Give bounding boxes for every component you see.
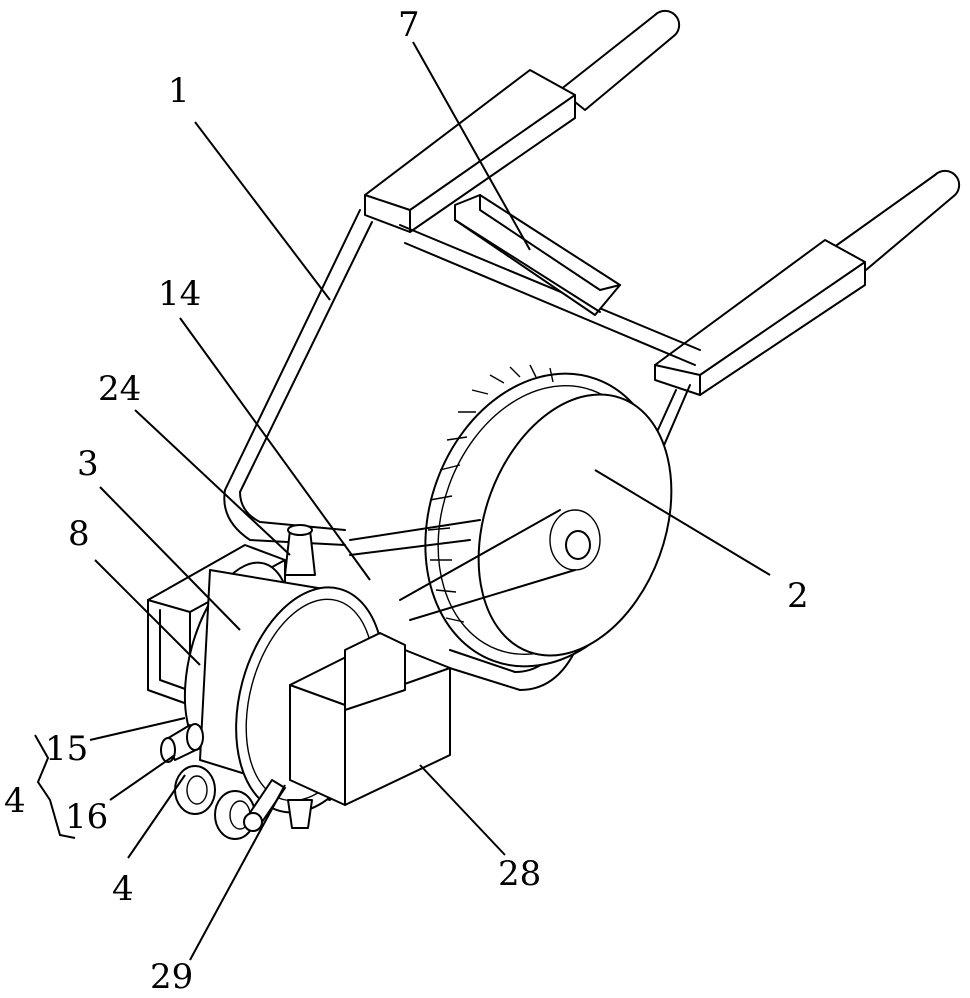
- label-16: 16: [65, 797, 108, 837]
- label-8: 8: [68, 514, 90, 554]
- label-2: 2: [787, 576, 809, 616]
- label-15: 15: [45, 729, 88, 769]
- spout-15-16: [161, 724, 203, 762]
- label-29: 29: [150, 957, 193, 993]
- label-28: 28: [498, 854, 541, 894]
- label-1: 1: [168, 71, 190, 111]
- label-24: 24: [98, 369, 141, 409]
- label-4: 4: [112, 869, 134, 909]
- label-4-group: 4: [4, 781, 26, 821]
- label-7: 7: [398, 5, 420, 45]
- wheel-2: [386, 340, 706, 701]
- part-labels: 1 7 2 14 24 3 8 15 4 16 4 28 29: [4, 5, 809, 993]
- label-14: 14: [158, 274, 201, 314]
- label-3: 3: [77, 444, 99, 484]
- part-7-block: [455, 195, 620, 315]
- rollers-4: [175, 766, 255, 839]
